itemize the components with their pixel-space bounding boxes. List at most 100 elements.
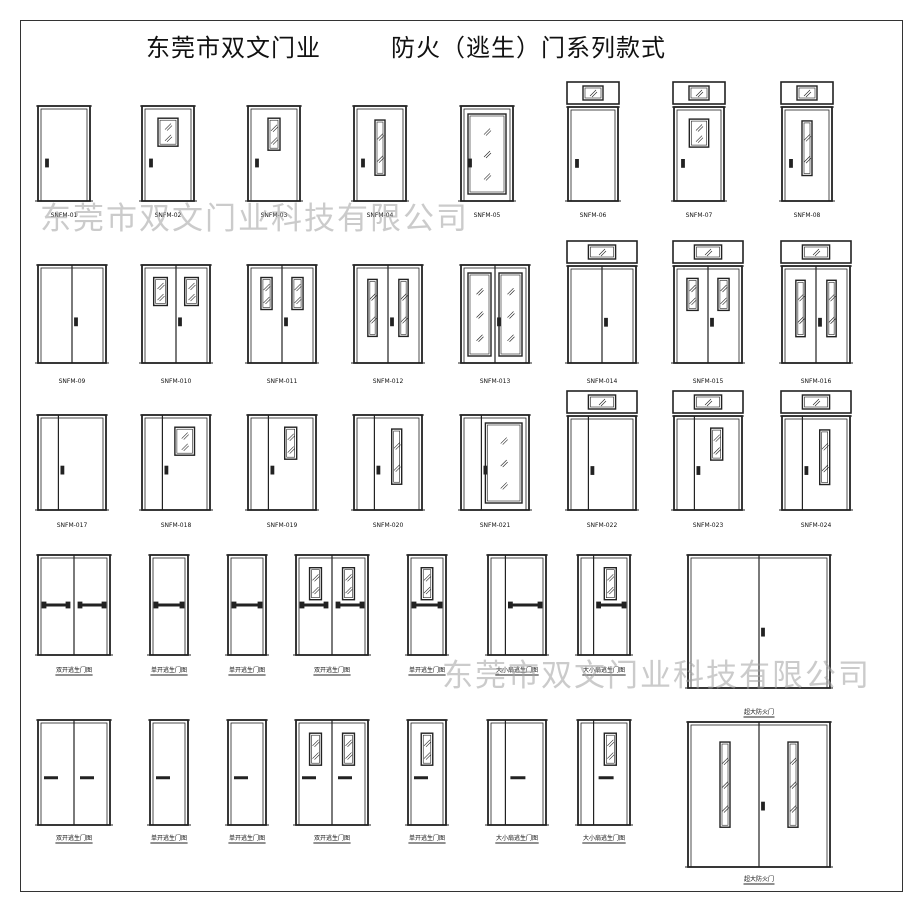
glass-hatch <box>695 89 703 97</box>
window-glass <box>719 741 731 828</box>
door-frame <box>567 106 619 202</box>
glass-hatch <box>393 442 400 449</box>
door-handle <box>468 158 472 168</box>
glass-hatch <box>159 284 165 291</box>
window-glass <box>717 277 730 312</box>
glass-hatch <box>378 157 385 163</box>
door-model-label: SNFM-05 <box>474 212 501 219</box>
window-glass <box>688 85 710 101</box>
door-leaf-left <box>784 268 817 364</box>
door-frame <box>407 719 447 826</box>
glass-hatch <box>287 433 294 441</box>
glass-hatch <box>485 175 492 181</box>
window-glass <box>341 732 356 766</box>
door-leaf-left <box>250 267 283 364</box>
door-model-label: SNFM-02 <box>155 212 182 219</box>
glass-hatch <box>347 741 353 748</box>
glass-hatch <box>478 313 484 319</box>
door-model-label: 大小扇逃生门图 <box>496 834 538 842</box>
door-leaf-small <box>490 722 506 826</box>
window-glass <box>819 429 831 486</box>
door-handle <box>761 801 765 811</box>
door-elevation: SNFM-018 <box>139 414 213 529</box>
door-leaf-large <box>504 722 544 826</box>
door-leaf <box>356 108 404 202</box>
transom-frame <box>672 81 726 105</box>
door-frame <box>781 415 851 511</box>
door-frame <box>141 414 211 511</box>
glass-hatch <box>706 250 713 257</box>
door-handle <box>604 317 608 327</box>
door-leaf-small <box>580 722 595 826</box>
window-glass <box>157 117 179 147</box>
door-leaf-large <box>480 417 527 511</box>
window-inner <box>804 246 828 258</box>
door-elevation: SNFM-022 <box>565 390 639 529</box>
glass-hatch <box>157 282 164 290</box>
window-glass <box>787 741 799 828</box>
glass-hatch <box>423 574 431 581</box>
door-model-label: 大小扇逃生门图 <box>583 666 625 674</box>
door-frame <box>37 414 107 511</box>
door-model-label: 单开逃生门图 <box>151 666 187 674</box>
window-inner <box>376 121 384 174</box>
door-model-label: SNFM-09 <box>59 378 86 385</box>
glass-hatch <box>159 295 165 302</box>
glass-hatch <box>371 295 377 301</box>
window-inner <box>691 120 707 146</box>
door-leaf-small <box>676 418 695 511</box>
transom-frame <box>672 240 744 264</box>
window-inner <box>186 279 197 304</box>
glass-hatch <box>821 464 828 472</box>
glass-hatch <box>402 318 408 324</box>
glass-hatch <box>395 466 401 472</box>
glass-hatch <box>376 133 384 140</box>
glass-hatch <box>509 313 515 319</box>
door-leaf <box>784 109 830 202</box>
door-model-label: 单开逃生门图 <box>151 834 187 842</box>
door-leaf-left <box>40 722 75 826</box>
window-glass <box>693 244 723 260</box>
transom-frame <box>672 390 744 414</box>
glass-hatch <box>270 137 278 144</box>
door-handle <box>483 465 488 475</box>
panic-bar-end <box>507 601 513 609</box>
door-model-label: SNFM-03 <box>261 212 288 219</box>
door-handle <box>804 466 809 475</box>
glass-hatch <box>164 123 172 130</box>
door-elevation: SNFM-015 <box>671 240 745 385</box>
window-glass <box>398 278 409 338</box>
glass-hatch <box>799 295 805 302</box>
window-inner <box>311 734 320 764</box>
glass-hatch <box>296 285 302 292</box>
window-inner <box>262 279 271 308</box>
glass-hatch <box>190 295 196 302</box>
window-glass <box>308 732 323 766</box>
glass-hatch <box>704 398 712 406</box>
door-leaf <box>230 722 264 826</box>
door-leaf-large <box>161 417 208 511</box>
glass-hatch <box>697 137 704 143</box>
glass-hatch <box>476 288 483 295</box>
glass-hatch <box>166 125 173 131</box>
window-glass <box>801 120 813 177</box>
series-title: 防火（逃生）门系列款式 <box>391 34 666 62</box>
glass-hatch <box>823 466 829 473</box>
door-model-label: 单开逃生门图 <box>409 834 445 842</box>
window-glass <box>796 85 818 101</box>
panic-bar-end <box>359 601 365 609</box>
door-leaf <box>40 108 88 202</box>
glass-hatch <box>803 155 811 163</box>
glass-hatch <box>423 739 431 747</box>
door-leaf-left <box>298 722 333 826</box>
watermark-top: 东莞市双文门业科技有限公司 <box>40 201 469 237</box>
door-elevation: 双开逃生门图 <box>293 719 371 844</box>
window-glass <box>308 567 323 601</box>
door-handle <box>696 466 701 475</box>
drawing-frame <box>20 20 903 892</box>
door-leaf-small <box>490 557 506 656</box>
glass-hatch <box>509 336 515 342</box>
glass-hatch <box>314 754 320 760</box>
door-handle <box>681 158 685 168</box>
